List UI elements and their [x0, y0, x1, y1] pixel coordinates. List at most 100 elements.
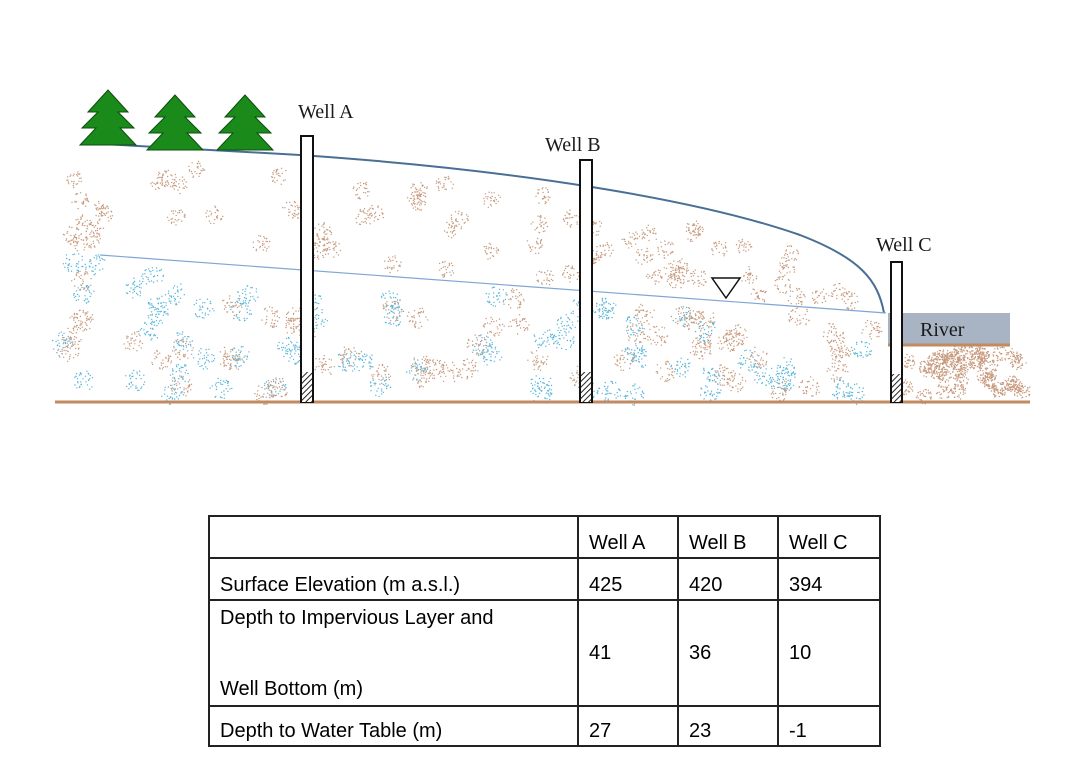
sediment-dot [761, 375, 764, 378]
sediment-dot [677, 277, 679, 279]
sediment-dot [466, 376, 469, 379]
sediment-dot [167, 312, 169, 315]
sediment-dot [699, 334, 701, 337]
sediment-dot [635, 345, 637, 347]
sediment-dot [598, 259, 600, 261]
sediment-dot [318, 314, 320, 317]
sediment-dot [439, 359, 441, 362]
sediment-dot [548, 394, 550, 396]
sediment-dot [385, 302, 387, 305]
sediment-dot [156, 350, 158, 353]
sediment-dot [822, 335, 825, 338]
sediment-dot [835, 356, 837, 358]
sediment-dot [811, 292, 814, 294]
sediment-dot [794, 376, 796, 378]
sediment-dot [831, 339, 833, 342]
sediment-dot [250, 287, 252, 289]
sediment-dot [631, 236, 633, 238]
sediment-dot [411, 366, 414, 368]
sediment-dot [881, 330, 883, 333]
sediment-dot [139, 295, 141, 297]
sediment-dot [796, 287, 798, 290]
sediment-dot [385, 304, 388, 306]
sediment-dot [626, 330, 628, 332]
sediment-dot [316, 233, 319, 235]
sediment-dot [751, 274, 754, 277]
sediment-dot [699, 225, 701, 227]
sediment-dot [98, 202, 100, 204]
sediment-dot [866, 351, 868, 353]
sediment-dot [646, 247, 648, 250]
sediment-dot [651, 277, 653, 279]
sediment-dot [792, 252, 794, 254]
sediment-dot [805, 389, 807, 392]
sediment-dot [460, 214, 462, 216]
sediment-dot [328, 246, 330, 249]
sediment-dot [73, 182, 75, 185]
sediment-dot [76, 378, 79, 380]
sediment-dot [625, 349, 627, 351]
sediment-dot [709, 380, 711, 382]
sediment-dot [180, 366, 182, 368]
sediment-dot [724, 242, 727, 244]
sediment-dot [282, 179, 285, 182]
sediment-dot [320, 368, 323, 371]
sediment-dot [709, 378, 711, 381]
sediment-dot [838, 359, 840, 362]
sediment-dot [324, 363, 326, 365]
sediment-dot [483, 326, 486, 328]
sediment-dot [389, 260, 391, 262]
sediment-dot [702, 271, 705, 273]
sediment-dot [63, 234, 66, 236]
sediment-dot [733, 329, 735, 331]
sediment-dot [387, 260, 389, 263]
sediment-dot [361, 359, 364, 362]
sediment-dot [700, 275, 703, 277]
sediment-dot [687, 229, 690, 232]
sediment-dot [162, 174, 164, 176]
sediment-dot [627, 332, 629, 334]
sediment-dot [82, 202, 85, 204]
sediment-dot [426, 367, 429, 369]
sediment-dot [802, 293, 805, 296]
sediment-dot [496, 332, 498, 334]
sediment-dot [533, 368, 535, 371]
sediment-dot [324, 245, 326, 247]
sediment-dot [547, 339, 549, 341]
sediment-dot [866, 319, 869, 322]
sediment-dot [668, 241, 670, 244]
sediment-dot [319, 295, 322, 298]
sediment-dot [498, 194, 500, 196]
sediment-dot [96, 229, 99, 232]
sediment-dot [615, 397, 617, 399]
sediment-dot [222, 380, 225, 382]
sediment-dot [544, 222, 547, 224]
sediment-dot [489, 203, 492, 206]
sediment-dot [134, 339, 137, 341]
sediment-dot [649, 231, 652, 234]
sediment-dot [720, 389, 722, 391]
sediment-dot [182, 338, 184, 341]
sediment-dot [68, 340, 71, 342]
sediment-dot [536, 279, 538, 282]
sediment-dot [254, 393, 256, 395]
sediment-dot [329, 226, 331, 228]
sediment-dot [752, 279, 755, 281]
sediment-dot [453, 380, 456, 383]
sediment-dot [790, 310, 792, 312]
sediment-dot [176, 342, 179, 344]
sediment-dot [56, 352, 58, 354]
sediment-dot [385, 305, 388, 307]
sediment-dot [678, 276, 680, 278]
sediment-dot [833, 378, 835, 380]
sediment-dot [570, 344, 573, 346]
sediment-dot [798, 300, 800, 302]
sediment-dot [76, 269, 78, 271]
sediment-dot [88, 246, 90, 248]
sediment-dot [63, 336, 65, 339]
sediment-dot [857, 356, 859, 358]
sediment-dot [673, 260, 675, 262]
sediment-dot [382, 391, 385, 394]
sediment-dot [364, 220, 366, 223]
sediment-dot [89, 219, 91, 222]
